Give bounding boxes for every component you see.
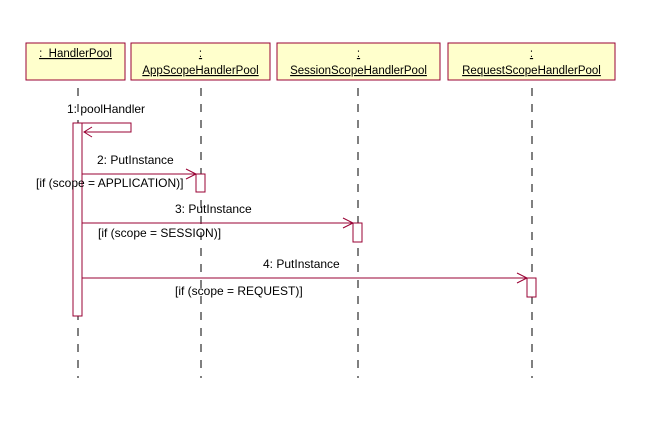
message-guard: [if (scope = REQUEST)] xyxy=(175,284,303,298)
object-name: : HandlerPool xyxy=(39,48,112,60)
object-name: RequestScopeHandlerPool xyxy=(462,65,601,77)
message-2: 2: PutInstance [if (scope = APPLICATION)… xyxy=(36,153,198,190)
object-session-scope: : SessionScopeHandlerPool xyxy=(276,42,441,81)
arrowhead xyxy=(342,217,355,229)
message-4: 4: PutInstance [if (scope = REQUEST)] xyxy=(82,257,529,298)
message-3: 3: PutInstance [if (scope = SESSION)] xyxy=(82,202,355,240)
object-app-scope: : AppScopeHandlerPool xyxy=(130,42,271,81)
message-label: 1: poolHandler xyxy=(67,102,145,116)
object-request-scope: : RequestScopeHandlerPool xyxy=(447,42,616,81)
arrowhead xyxy=(516,272,529,284)
activation-session-scope xyxy=(352,222,363,243)
message-label: 4: PutInstance xyxy=(263,257,340,271)
object-colon: : xyxy=(357,48,360,60)
object-colon: : xyxy=(199,48,202,60)
message-label: 2: PutInstance xyxy=(97,153,174,167)
object-box xyxy=(276,42,441,81)
activation-app-scope xyxy=(195,173,206,193)
activation-handler-pool xyxy=(72,122,83,317)
arrowhead xyxy=(185,168,198,180)
message-guard: [if (scope = SESSION)] xyxy=(98,226,221,240)
activation-request-scope xyxy=(526,277,537,298)
arrowhead xyxy=(83,126,93,138)
object-colon: : xyxy=(530,48,533,60)
message-1: 1: poolHandler xyxy=(67,102,145,138)
object-box xyxy=(25,42,126,81)
object-box xyxy=(447,42,616,81)
object-name: AppScopeHandlerPool xyxy=(142,65,258,77)
message-label: 3: PutInstance xyxy=(175,202,252,216)
object-box xyxy=(130,42,271,81)
message-guard: [if (scope = APPLICATION)] xyxy=(36,176,184,190)
object-handler-pool: : HandlerPool xyxy=(25,42,126,81)
object-name: SessionScopeHandlerPool xyxy=(290,65,427,77)
self-call-arrow xyxy=(82,122,132,133)
